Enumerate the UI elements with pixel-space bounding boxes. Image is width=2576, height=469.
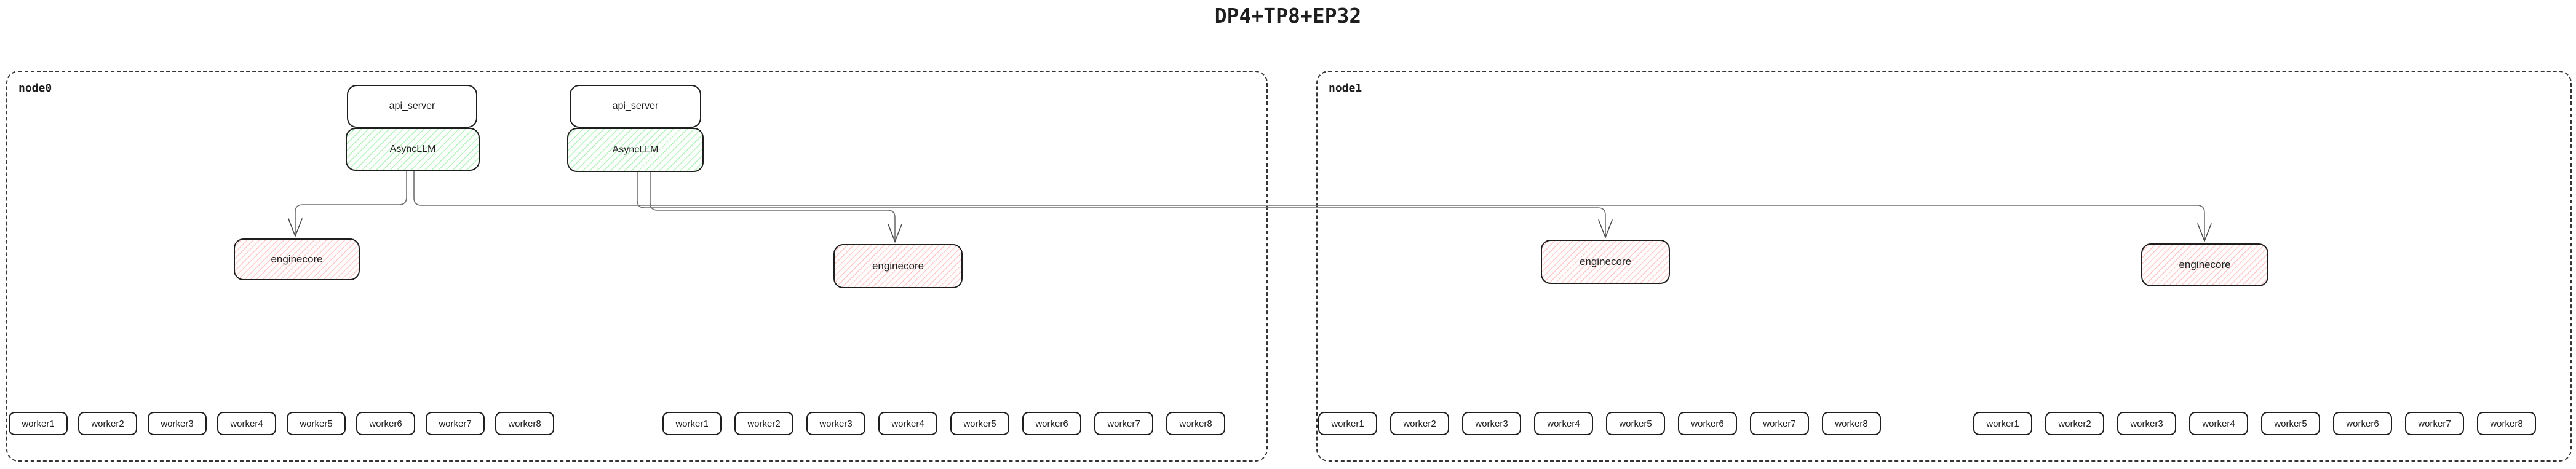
- worker-box[interactable]: worker5: [2261, 412, 2320, 435]
- worker-label: worker3: [819, 418, 853, 429]
- asyncllm-2-label: AsyncLLM: [612, 144, 659, 155]
- worker-box[interactable]: worker7: [1750, 412, 1809, 435]
- worker-box[interactable]: worker1: [1973, 412, 2032, 435]
- worker-label: worker6: [1035, 418, 1068, 429]
- worker-box[interactable]: worker8: [1166, 412, 1225, 435]
- worker-box[interactable]: worker5: [1606, 412, 1665, 435]
- worker-label: worker8: [1179, 418, 1212, 429]
- worker-box[interactable]: worker2: [2045, 412, 2104, 435]
- worker-box[interactable]: worker4: [2189, 412, 2248, 435]
- worker-label: worker3: [1475, 418, 1508, 429]
- worker-label: worker7: [1107, 418, 1140, 429]
- worker-label: worker2: [747, 418, 781, 429]
- worker-label: worker7: [2418, 418, 2451, 429]
- worker-box[interactable]: worker3: [148, 412, 207, 435]
- worker-box[interactable]: worker1: [9, 412, 68, 435]
- worker-box[interactable]: worker7: [2405, 412, 2464, 435]
- worker-box[interactable]: worker8: [495, 412, 554, 435]
- worker-label: worker8: [508, 418, 541, 429]
- worker-label: worker1: [1331, 418, 1364, 429]
- enginecore-box-2[interactable]: enginecore: [833, 244, 963, 288]
- worker-box[interactable]: worker4: [217, 412, 276, 435]
- worker-label: worker2: [2058, 418, 2091, 429]
- worker-box[interactable]: worker5: [950, 412, 1009, 435]
- worker-box[interactable]: worker8: [1822, 412, 1881, 435]
- worker-box[interactable]: worker3: [1462, 412, 1521, 435]
- worker-box[interactable]: worker3: [2117, 412, 2176, 435]
- worker-label: worker2: [1403, 418, 1436, 429]
- worker-label: worker8: [2490, 418, 2523, 429]
- enginecore-4-label: enginecore: [2179, 259, 2231, 270]
- worker-label: worker6: [369, 418, 402, 429]
- worker-label: worker8: [1835, 418, 1868, 429]
- worker-label: worker3: [2130, 418, 2163, 429]
- worker-box[interactable]: worker1: [1318, 412, 1377, 435]
- worker-label: worker4: [2202, 418, 2235, 429]
- node0-label: node0: [18, 82, 52, 95]
- api-server-box-2[interactable]: api_server: [570, 85, 701, 128]
- worker-label: worker7: [439, 418, 472, 429]
- enginecore-3-label: enginecore: [1579, 256, 1632, 267]
- worker-box[interactable]: worker2: [1390, 412, 1449, 435]
- enginecore-box-1[interactable]: enginecore: [234, 238, 360, 280]
- worker-label: worker5: [963, 418, 996, 429]
- node1-worker-group-2: worker1 worker2 worker3 worker4 worker5 …: [1973, 412, 2536, 435]
- worker-label: worker4: [1547, 418, 1580, 429]
- worker-label: worker4: [891, 418, 924, 429]
- worker-box[interactable]: worker7: [426, 412, 485, 435]
- enginecore-2-label: enginecore: [872, 260, 924, 272]
- worker-label: worker3: [161, 418, 194, 429]
- node0-container: node0: [6, 71, 1268, 462]
- worker-label: worker5: [300, 418, 333, 429]
- worker-label: worker5: [1619, 418, 1652, 429]
- worker-label: worker5: [2274, 418, 2307, 429]
- worker-label: worker1: [675, 418, 709, 429]
- enginecore-box-4[interactable]: enginecore: [2141, 243, 2268, 286]
- worker-label: worker6: [1691, 418, 1724, 429]
- worker-box[interactable]: worker6: [2333, 412, 2392, 435]
- asyncllm-1-label: AsyncLLM: [389, 144, 436, 154]
- worker-label: worker1: [1986, 418, 2019, 429]
- node0-worker-group-2: worker1 worker2 worker3 worker4 worker5 …: [662, 412, 1225, 435]
- api-server-2-label: api_server: [612, 101, 659, 111]
- asyncllm-box-1[interactable]: AsyncLLM: [346, 128, 480, 171]
- worker-label: worker1: [22, 418, 55, 429]
- worker-box[interactable]: worker1: [662, 412, 722, 435]
- worker-label: worker7: [1763, 418, 1796, 429]
- enginecore-1-label: enginecore: [271, 253, 323, 265]
- worker-box[interactable]: worker3: [806, 412, 865, 435]
- node1-label: node1: [1329, 82, 1362, 95]
- worker-label: worker2: [91, 418, 124, 429]
- enginecore-box-3[interactable]: enginecore: [1541, 240, 1670, 284]
- worker-box[interactable]: worker7: [1094, 412, 1153, 435]
- worker-box[interactable]: worker8: [2477, 412, 2536, 435]
- worker-box[interactable]: worker2: [78, 412, 137, 435]
- node1-container: node1: [1316, 71, 2572, 462]
- worker-box[interactable]: worker6: [356, 412, 415, 435]
- node1-worker-group-1: worker1 worker2 worker3 worker4 worker5 …: [1318, 412, 1881, 435]
- worker-box[interactable]: worker5: [287, 412, 346, 435]
- worker-label: worker6: [2346, 418, 2379, 429]
- worker-label: worker4: [230, 418, 263, 429]
- asyncllm-box-2[interactable]: AsyncLLM: [567, 128, 704, 172]
- worker-box[interactable]: worker4: [878, 412, 937, 435]
- api-server-1-label: api_server: [389, 101, 435, 111]
- worker-box[interactable]: worker6: [1022, 412, 1081, 435]
- diagram-title: DP4+TP8+EP32: [1214, 4, 1362, 28]
- worker-box[interactable]: worker2: [734, 412, 793, 435]
- worker-box[interactable]: worker4: [1534, 412, 1593, 435]
- node0-worker-group-1: worker1 worker2 worker3 worker4 worker5 …: [9, 412, 554, 435]
- api-server-box-1[interactable]: api_server: [347, 85, 477, 128]
- worker-box[interactable]: worker6: [1678, 412, 1737, 435]
